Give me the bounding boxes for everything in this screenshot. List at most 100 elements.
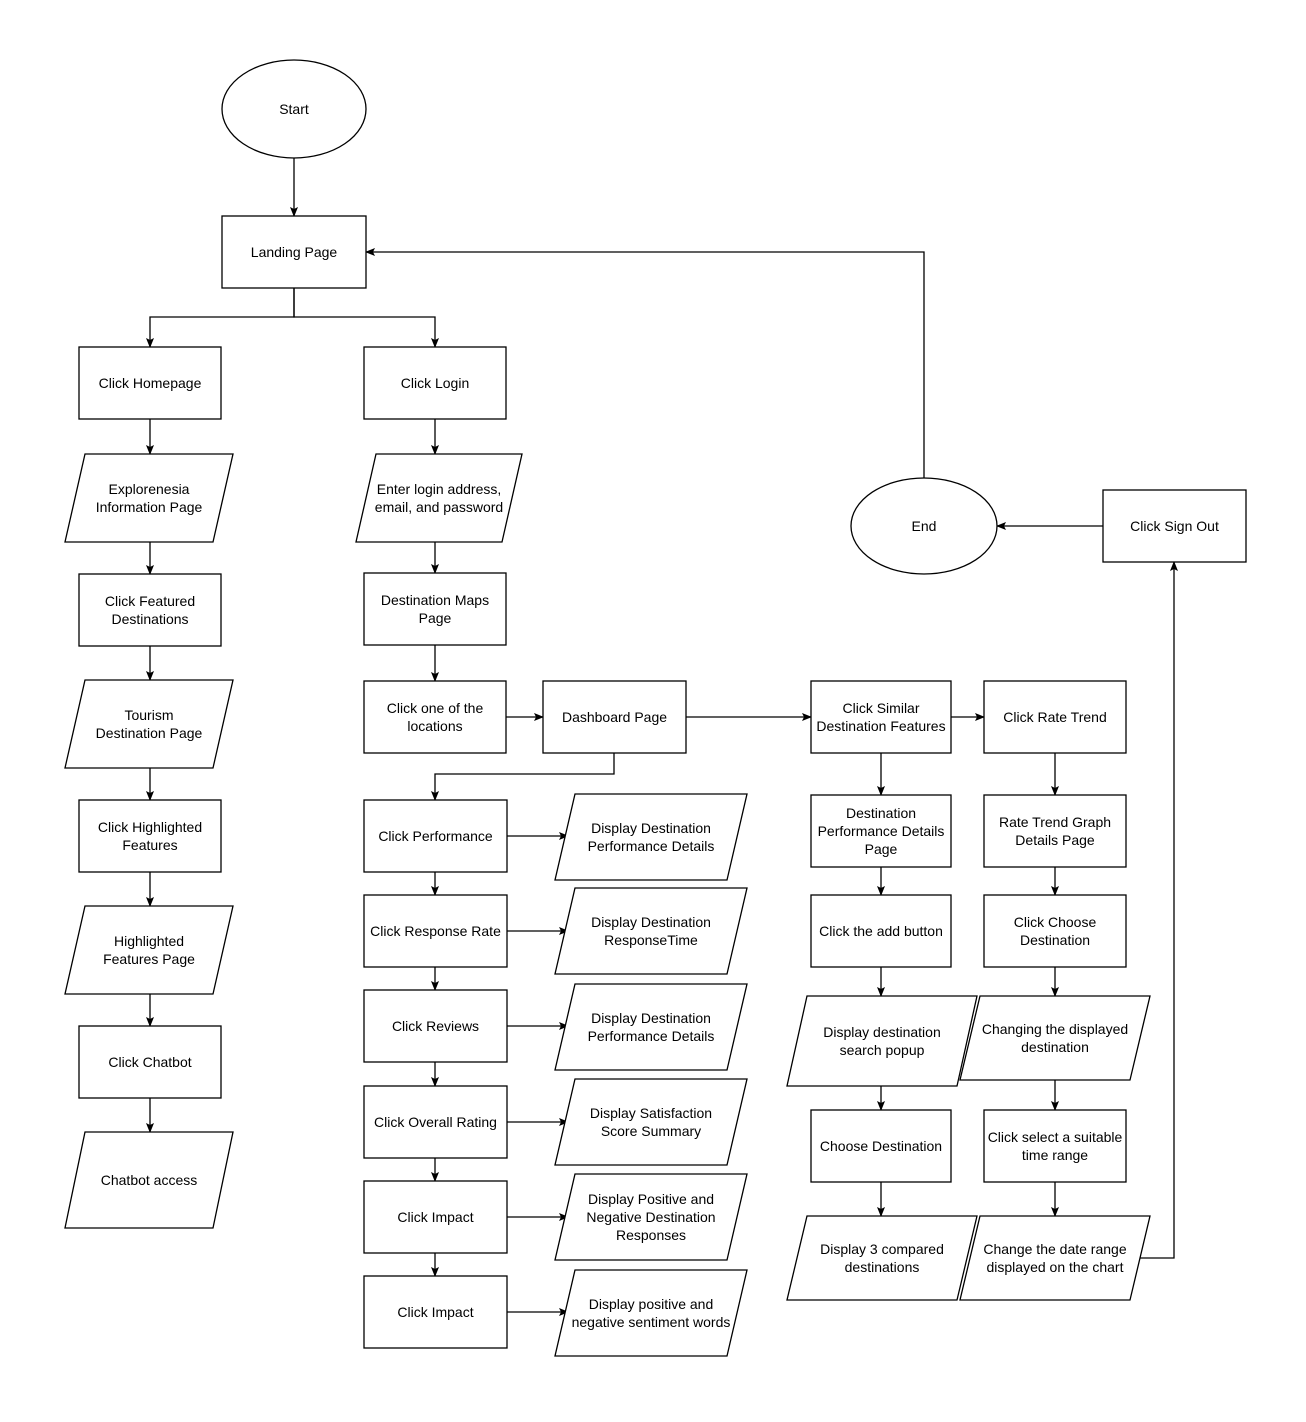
choose-dest2-label-line: Click Choose: [1014, 914, 1097, 930]
disp-perf-io-shape: [554, 793, 748, 881]
add-button-process-shape: [810, 894, 952, 968]
trend-graph-label-line: Details Page: [1015, 832, 1095, 848]
date-range-label-line: Change the date range: [983, 1241, 1126, 1257]
node-add-button: Click the add button: [810, 894, 952, 968]
impact1-label-line: Click Impact: [397, 1209, 473, 1225]
search-popup-label-line: Display destination: [823, 1024, 941, 1040]
reviews-label-line: Click Reviews: [392, 1018, 479, 1034]
end-terminal-shape: [850, 477, 998, 575]
highlighted-page-label-line: Features Page: [103, 951, 195, 967]
choose-dest2-process-shape: [983, 894, 1127, 968]
node-dashboard: Dashboard Page: [542, 680, 687, 754]
homepage-process-shape: [78, 346, 222, 420]
rate-trend-process-shape: [983, 680, 1127, 754]
location-label-line: Click one of the: [387, 700, 484, 716]
highlighted-page-label-line: Highlighted: [114, 933, 184, 949]
highlighted-label-line: Features: [122, 837, 177, 853]
start-label-line: Start: [279, 101, 309, 117]
highlighted-page-io-shape: [64, 905, 234, 995]
arrow-date-range-to-sign-out: [1140, 561, 1178, 1259]
featured-label-line: Destinations: [111, 611, 188, 627]
node-compared: Display 3 compared destinations: [786, 1215, 978, 1301]
node-sign-out: Click Sign Out: [1102, 489, 1247, 563]
compared-io-shape: [786, 1215, 978, 1301]
date-range-io-shape: [959, 1215, 1151, 1301]
arrow-landing-to-login: [293, 288, 439, 348]
node-login: Click Login: [363, 346, 507, 420]
node-overall: Click Overall Rating: [363, 1085, 508, 1159]
explorenesia-io-shape: [64, 453, 234, 543]
compared-label-line: destinations: [845, 1259, 920, 1275]
featured-process-shape: [78, 573, 222, 647]
disp-words-io-shape: [554, 1269, 748, 1357]
start-terminal-shape: [221, 59, 367, 159]
changing-io-shape: [959, 995, 1151, 1081]
disp-resp-label-line: Display Destination: [591, 914, 711, 930]
disp-rev-io-shape: [554, 983, 748, 1071]
disp-perf-label-line: Performance Details: [588, 838, 715, 854]
disp-posneg-label-line: Display Positive and: [588, 1191, 714, 1207]
location-process-shape: [363, 680, 507, 754]
homepage-label-line: Click Homepage: [99, 375, 202, 391]
search-popup-label-line: search popup: [840, 1042, 925, 1058]
compared-label-line: Display 3 compared: [820, 1241, 944, 1257]
disp-resp-label-line: ResponseTime: [604, 932, 698, 948]
highlighted-label-line: Click Highlighted: [98, 819, 202, 835]
sign-out-label-line: Click Sign Out: [1130, 518, 1219, 534]
node-chatbot: Click Chatbot: [78, 1025, 222, 1099]
landing-label-line: Landing Page: [251, 244, 338, 260]
disp-posneg-label-line: Negative Destination: [586, 1209, 715, 1225]
highlighted-process-shape: [78, 799, 222, 873]
changing-label-line: destination: [1021, 1039, 1089, 1055]
arrow-landing-to-homepage: [146, 288, 295, 348]
response-label-line: Click Response Rate: [370, 923, 501, 939]
similar-process-shape: [810, 680, 952, 754]
response-process-shape: [363, 894, 508, 968]
enter-login-label-line: email, and password: [375, 499, 503, 515]
maps-label-line: Destination Maps: [381, 592, 489, 608]
login-label-line: Click Login: [401, 375, 469, 391]
explorenesia-label-line: Explorenesia: [109, 481, 190, 497]
trend-graph-process-shape: [983, 794, 1127, 868]
node-impact1: Click Impact: [363, 1180, 508, 1254]
similar-label-line: Destination Features: [816, 718, 945, 734]
similar-label-line: Click Similar: [843, 700, 920, 716]
dest-perf-page-process-shape: [810, 794, 952, 868]
impact2-process-shape: [363, 1275, 508, 1349]
end-label-line: End: [912, 518, 937, 534]
node-impact2: Click Impact: [363, 1275, 508, 1349]
maps-process-shape: [363, 572, 507, 646]
dest-perf-page-label-line: Performance Details: [818, 823, 945, 839]
chatbot-access-io-shape: [64, 1131, 234, 1229]
maps-label-line: Page: [419, 610, 452, 626]
enter-login-label-line: Enter login address,: [377, 481, 502, 497]
disp-perf-label-line: Display Destination: [591, 820, 711, 836]
chatbot-process-shape: [78, 1025, 222, 1099]
node-landing: Landing Page: [221, 215, 367, 289]
tourism-label-line: Tourism: [124, 707, 173, 723]
tourism-io-shape: [64, 679, 234, 769]
dashboard-process-shape: [542, 680, 687, 754]
rate-trend-label-line: Click Rate Trend: [1003, 709, 1106, 725]
disp-sat-io-shape: [554, 1078, 748, 1166]
choose-dest-label-line: Choose Destination: [820, 1138, 942, 1154]
arrow-dashboard-to-performance: [431, 753, 615, 801]
sign-out-process-shape: [1102, 489, 1247, 563]
connector-layer: [146, 158, 1178, 1316]
date-range-label-line: displayed on the chart: [987, 1259, 1124, 1275]
explorenesia-label-line: Information Page: [96, 499, 203, 515]
performance-process-shape: [363, 799, 508, 873]
